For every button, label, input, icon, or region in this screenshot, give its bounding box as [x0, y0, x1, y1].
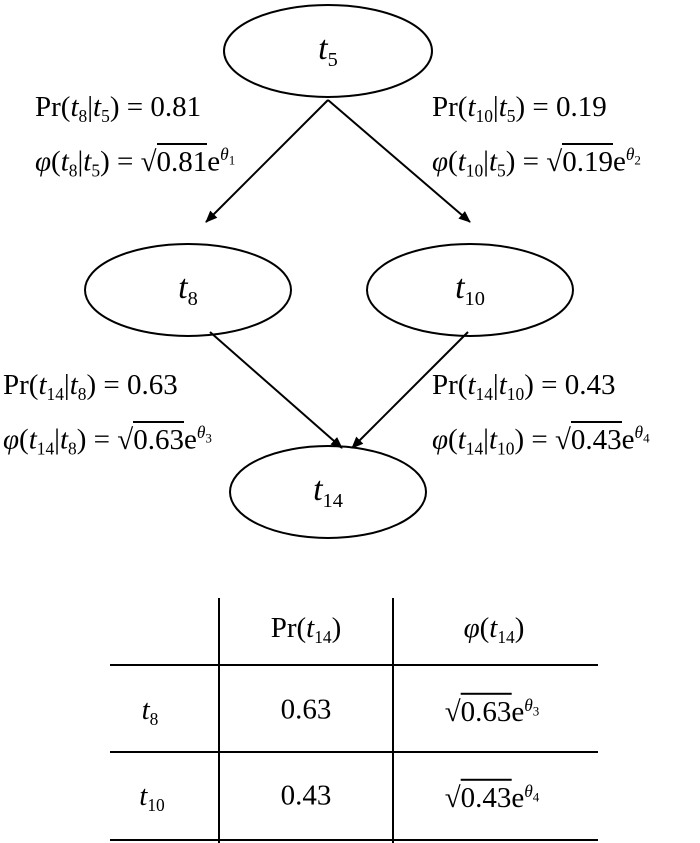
probability-line: Pr(t14|t10) = 0.43 — [432, 369, 616, 405]
amplitude-line: φ(t14|t10) = √0.43eθ4 — [432, 420, 650, 459]
probability-value: 0.63 — [127, 369, 178, 401]
sqrt-expression: √0.43 — [554, 420, 622, 459]
edge-label-t10-t14: Pr(t14|t10) = 0.43 φ(t14|t10) = √0.43eθ4 — [432, 366, 650, 468]
edge-t10-t14 — [351, 331, 469, 449]
table-header-pr: Pr(t14) — [270, 611, 342, 648]
node-t5-ellipse — [223, 4, 433, 98]
node-t8-ellipse — [84, 243, 292, 337]
sqrt-expression: √0.19 — [546, 142, 613, 181]
node-t10: t10 — [455, 268, 485, 311]
amplitude-value: 0.63 — [460, 693, 512, 729]
sqrt-sign: √ — [444, 696, 461, 729]
amplitude-value: 0.63 — [133, 420, 184, 456]
edge-t5-t8 — [205, 99, 329, 223]
sqrt-sign: √ — [444, 782, 461, 815]
table-row-label-t8: t8 — [141, 693, 159, 730]
node-t14: t14 — [313, 470, 343, 513]
sqrt-expression: √0.43 — [444, 779, 512, 815]
sqrt-expression: √0.81 — [140, 142, 208, 181]
table-header-phi: φ(t14) — [463, 611, 525, 648]
amplitude-line: φ(t14|t8) = √0.63eθ3 — [3, 420, 212, 459]
table-cell-pr-t10: 0.43 — [280, 779, 332, 812]
amplitude-value: 0.81 — [156, 142, 208, 178]
sqrt-sign: √ — [140, 145, 157, 178]
table-row-label-t10: t10 — [139, 779, 165, 816]
node-t14-ellipse — [229, 445, 427, 539]
node-t10-ellipse — [366, 243, 574, 337]
edge-label-t5-t8: Pr(t8|t5) = 0.81 φ(t8|t5) = √0.81eθ1 — [35, 88, 235, 190]
sqrt-sign: √ — [117, 423, 134, 456]
sqrt-sign: √ — [554, 423, 571, 456]
probability-value: 0.81 — [150, 91, 202, 123]
amplitude-value: 0.19 — [562, 142, 613, 178]
edge-t5-t10 — [327, 99, 471, 223]
probability-line: Pr(t10|t5) = 0.19 — [432, 91, 607, 127]
probability-value: 0.19 — [556, 91, 607, 123]
node-t5: t5 — [318, 29, 338, 72]
amplitude-line: φ(t10|t5) = √0.19eθ2 — [432, 142, 641, 181]
table-cell-phi-t10: √0.43eθ4 — [444, 779, 540, 815]
sqrt-sign: √ — [546, 145, 563, 178]
table-cell-pr-t8: 0.63 — [280, 693, 332, 726]
edge-label-t8-t14: Pr(t14|t8) = 0.63 φ(t14|t8) = √0.63eθ3 — [3, 366, 212, 468]
probability-line: Pr(t14|t8) = 0.63 — [3, 369, 178, 405]
edge-t8-t14 — [209, 331, 343, 449]
amplitude-value: 0.43 — [570, 420, 622, 456]
sqrt-expression: √0.63 — [444, 693, 512, 729]
amplitude-value: 0.43 — [460, 779, 512, 815]
table-cell-phi-t8: √0.63eθ3 — [444, 693, 540, 729]
amplitude-line: φ(t8|t5) = √0.81eθ1 — [35, 142, 236, 181]
node-t8: t8 — [178, 268, 198, 311]
edge-label-t5-t10: Pr(t10|t5) = 0.19 φ(t10|t5) = √0.19eθ2 — [432, 88, 641, 190]
probability-value: 0.43 — [564, 369, 616, 401]
sqrt-expression: √0.63 — [117, 420, 184, 459]
probability-line: Pr(t8|t5) = 0.81 — [35, 91, 202, 127]
